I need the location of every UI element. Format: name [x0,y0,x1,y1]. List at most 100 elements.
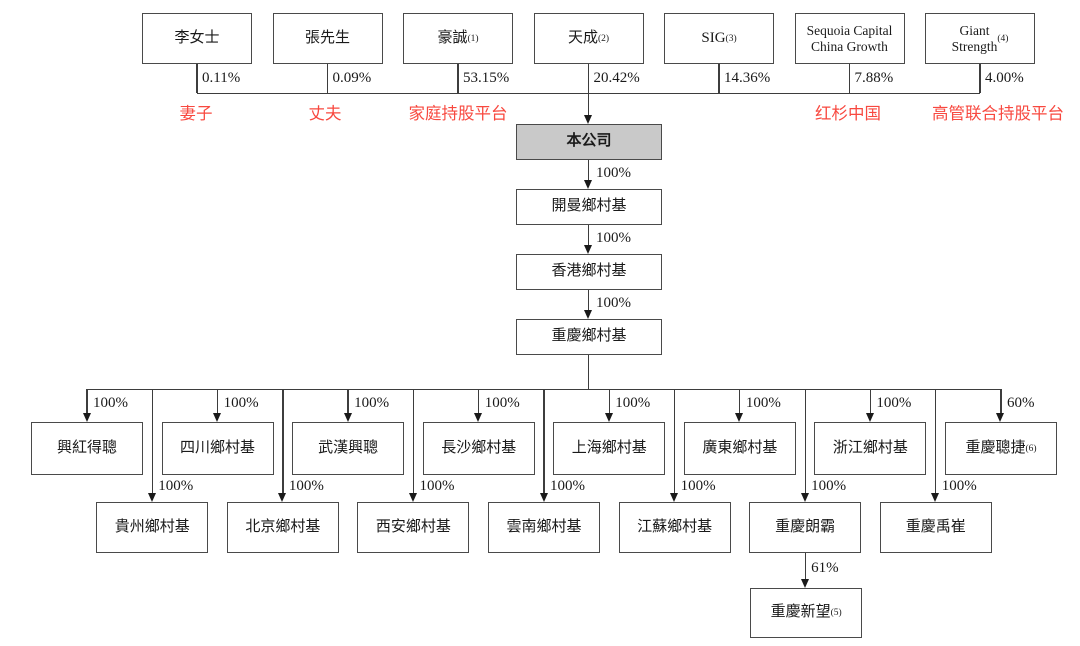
subsidiary-box: 興紅得聰 [31,422,143,475]
arrow-down-icon [408,493,417,502]
connector-vline [718,64,720,93]
connector-vline [347,389,349,414]
arrow-down-icon [584,115,592,124]
ownership-percent-label: 100% [615,395,651,411]
arrow-down-icon [474,413,483,422]
ownership-percent-label: 100% [354,395,390,411]
connector-vline [869,389,872,414]
subsidiary-box: 重慶聰捷(6) [944,422,1057,475]
ownership-percent-label: 61% [811,560,839,576]
shareholder-box: 張先生 [272,13,383,64]
connector-vline [587,355,590,389]
ownership-percent-label: 60% [1006,395,1035,411]
arrow-down-icon [800,493,809,502]
connector-vline [587,290,590,311]
ownership-percent-label: 4.00% [985,70,1024,86]
subsidiary-box: 北京鄉村基 [226,502,339,553]
ownership-percent-label: 100% [596,295,631,311]
connector-vline [587,160,590,181]
ownership-percent-label: 100% [680,478,716,494]
shareholder-box: 李女士 [142,13,252,64]
connector-vline [587,93,590,116]
connector-vline [282,389,284,494]
ownership-percent-label: 100% [876,395,912,411]
connector-vline [608,389,610,414]
subsidiary-box: 武漢興聰 [292,422,405,475]
ownership-percent-label: 100% [419,478,455,494]
arrow-down-icon [147,493,156,502]
ownership-percent-label: 100% [941,478,977,494]
subsidiary-box: 江蘇鄉村基 [618,502,731,553]
arrow-down-icon [584,245,592,254]
ownership-percent-label: 100% [484,395,520,411]
connector-vline [457,64,459,93]
ownership-percent-label: 100% [596,165,631,181]
subsidiary-box: 廣東鄉村基 [683,422,796,475]
connector-vline [1000,389,1002,414]
ownership-percent-label: 0.09% [332,70,372,86]
arrow-down-icon [213,413,222,422]
arrow-down-icon [931,493,940,502]
ownership-percent-label: 100% [811,478,847,494]
connector-vline [216,389,219,414]
connector-vline [543,389,545,494]
connector-vline [412,389,415,494]
ownership-percent-label: 14.36% [724,70,771,86]
ownership-percent-label: 20.42% [593,70,640,86]
holding-company-box: 重慶鄉村基 [516,319,662,355]
connector-vline [739,389,741,414]
subsidiary-box: 浙江鄉村基 [814,422,927,475]
subsidiary-box: 貴州鄉村基 [96,502,209,553]
shareholder-box: SIG(3) [664,13,774,64]
ownership-percent-label: 7.88% [854,70,894,86]
relationship-label: 妻子 [179,105,213,123]
ownership-percent-label: 100% [288,478,324,494]
connector-vline [804,389,806,494]
connector-vline [673,389,676,494]
subsidiary-box: 長沙鄉村基 [422,422,535,475]
subsidiary-box: 西安鄉村基 [357,502,470,553]
arrow-down-icon [584,180,592,189]
subsidiary-box: 重慶禹崔 [879,502,992,553]
connector-vline [848,64,851,93]
ownership-percent-label: 100% [93,395,128,411]
connector-vline [151,389,153,494]
relationship-label: 红杉中国 [815,105,881,123]
sub-subsidiary-box: 重慶新望(5) [750,588,863,638]
holding-company-box: 香港鄉村基 [516,254,662,290]
subsidiary-box: 雲南鄉村基 [488,502,600,553]
shareholder-box: 天成(2) [533,13,644,64]
arrow-down-icon [865,413,874,422]
ownership-percent-label: 0.11% [202,70,241,86]
connector-vline [196,64,198,93]
arrow-down-icon [735,413,744,422]
connector-vline [326,64,329,93]
company-box: 本公司 [516,124,662,160]
arrow-down-icon [278,493,287,502]
connector-vline [979,64,981,93]
ownership-percent-label: 100% [550,478,585,494]
connector-vline [587,64,590,93]
arrow-down-icon [82,413,91,422]
subsidiary-box: 四川鄉村基 [161,422,274,475]
arrow-down-icon [670,493,679,502]
subsidiary-box: 上海鄉村基 [553,422,666,475]
connector-vline [86,389,88,414]
connector-vline [935,389,937,494]
relationship-label: 高管联合持股平台 [932,105,1064,123]
ownership-percent-label: 100% [158,478,194,494]
arrow-down-icon [539,493,548,502]
holding-company-box: 開曼鄉村基 [516,189,662,225]
connector-vline [804,553,806,580]
connector-vline [478,389,480,414]
arrow-down-icon [996,413,1005,422]
ownership-percent-label: 100% [745,395,781,411]
relationship-label: 丈夫 [308,105,342,123]
relationship-label: 家庭持股平台 [408,105,508,123]
arrow-down-icon [343,413,352,422]
connector-vline [587,225,590,246]
arrow-down-icon [584,310,592,319]
